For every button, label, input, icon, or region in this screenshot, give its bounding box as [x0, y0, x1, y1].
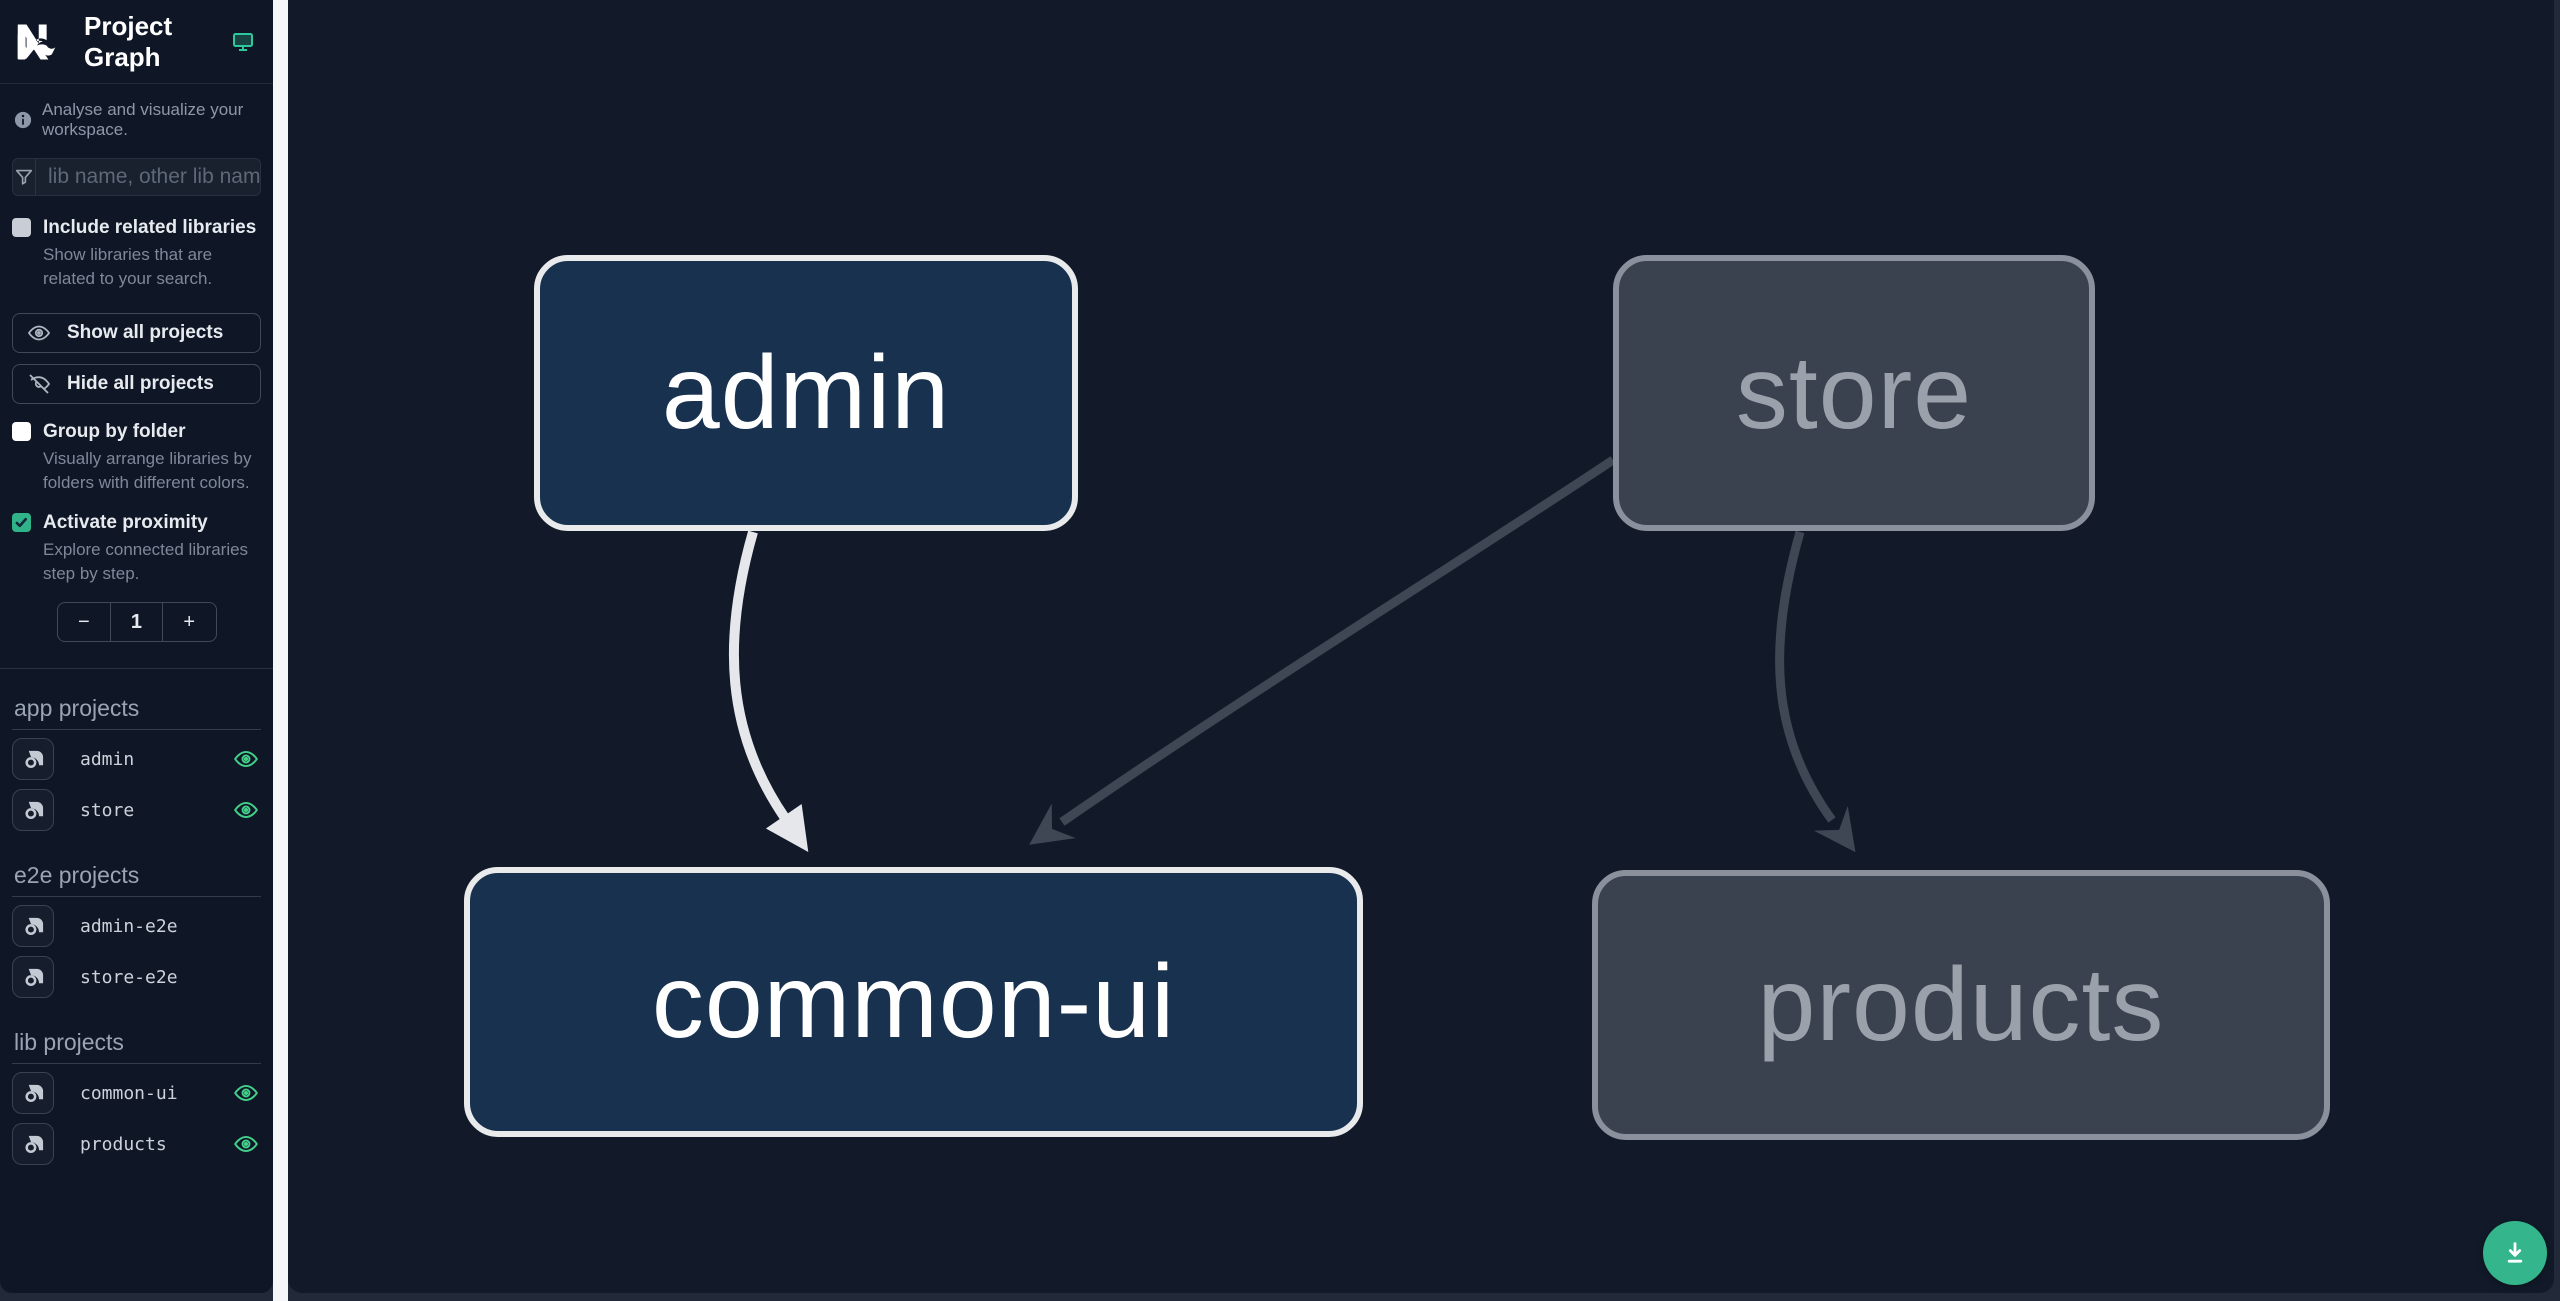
project-name: store [80, 799, 135, 821]
option-include-related[interactable]: Include related libraries Show libraries… [0, 200, 273, 291]
proximity-decrement-button[interactable]: − [58, 603, 111, 641]
focus-project-icon [24, 917, 43, 935]
visibility-eye-icon[interactable] [233, 1131, 259, 1157]
focus-project-icon [24, 1084, 43, 1102]
focus-project-button[interactable] [12, 1072, 54, 1114]
info-icon [14, 111, 32, 129]
focus-project-icon [24, 968, 43, 986]
option-group-by-folder[interactable]: Group by folder Visually arrange librari… [0, 404, 273, 495]
eye-off-icon [29, 374, 51, 394]
focus-project-button[interactable] [12, 1123, 54, 1165]
option-activate-proximity[interactable]: Activate proximity Explore connected lib… [0, 495, 273, 586]
monitor-icon[interactable] [231, 30, 255, 54]
project-name: common-ui [80, 1082, 178, 1104]
show-all-label: Show all projects [67, 322, 224, 343]
app-title: Project Graph [84, 10, 173, 72]
graph-node-products[interactable]: products [1592, 870, 2330, 1140]
project-name: admin [80, 748, 135, 770]
project-row-products: products [12, 1122, 259, 1166]
eye-icon [27, 325, 51, 341]
tagline-row: Analyse and visualize your workspace. [0, 84, 273, 144]
graph-node-common-ui[interactable]: common-ui [464, 867, 1363, 1137]
focus-project-button[interactable] [12, 789, 54, 831]
project-name: store-e2e [80, 966, 178, 988]
group-by-folder-description: Visually arrange libraries by folders wi… [43, 448, 252, 492]
proximity-increment-button[interactable]: + [163, 603, 216, 641]
proximity-value: 1 [110, 603, 163, 641]
nx-logo-icon [17, 24, 56, 59]
visibility-eye-icon[interactable] [233, 797, 259, 823]
include-related-label: Include related libraries [43, 217, 257, 238]
project-row-store: store [12, 788, 259, 832]
tagline-text: Analyse and visualize your workspace. [42, 100, 244, 139]
graph-node-admin[interactable]: admin [534, 255, 1078, 531]
project-name: admin-e2e [80, 915, 178, 937]
project-row-admin: admin [12, 737, 259, 781]
graph-canvas[interactable]: admin store common-ui products [288, 0, 2554, 1293]
download-icon [2501, 1239, 2529, 1267]
activate-proximity-checkbox[interactable] [12, 513, 31, 532]
visibility-eye-icon[interactable] [233, 746, 259, 772]
graph-node-store[interactable]: store [1613, 255, 2095, 531]
download-graph-button[interactable] [2483, 1221, 2547, 1285]
hide-all-projects-button[interactable]: Hide all projects [12, 364, 261, 404]
focus-project-button[interactable] [12, 738, 54, 780]
sidebar-canvas-divider [273, 0, 288, 1301]
search-input[interactable] [36, 159, 260, 195]
sidebar-section-divider [0, 668, 273, 669]
activate-proximity-label: Activate proximity [43, 512, 208, 533]
project-row-admin-e2e: admin-e2e [12, 904, 259, 948]
sidebar-header: Project Graph [0, 0, 273, 84]
focus-project-button[interactable] [12, 956, 54, 998]
focus-project-button[interactable] [12, 905, 54, 947]
show-all-projects-button[interactable]: Show all projects [12, 313, 261, 353]
visibility-eye-icon[interactable] [233, 1080, 259, 1106]
section-heading-lib-projects: lib projects [12, 1029, 261, 1064]
proximity-stepper: − 1 + [56, 602, 217, 642]
include-related-description: Show libraries that are related to your … [43, 244, 213, 288]
group-by-folder-label: Group by folder [43, 421, 186, 442]
edge-admin-to-common-ui [728, 530, 809, 852]
project-name: products [80, 1133, 167, 1155]
include-related-checkbox[interactable] [12, 218, 31, 237]
focus-project-icon [24, 750, 43, 768]
focus-project-icon [24, 1135, 43, 1153]
edge-store-to-products [1775, 530, 1856, 853]
edge-store-to-common-ui [1029, 456, 1616, 845]
project-row-store-e2e: store-e2e [12, 955, 259, 999]
activate-proximity-description: Explore connected libraries step by step… [43, 539, 249, 583]
sidebar: Project Graph Analyse and visualize your… [0, 0, 273, 1293]
hide-all-label: Hide all projects [67, 373, 214, 394]
group-by-folder-checkbox[interactable] [12, 422, 31, 441]
section-heading-e2e-projects: e2e projects [12, 862, 261, 897]
section-heading-app-projects: app projects [12, 695, 261, 730]
project-row-common-ui: common-ui [12, 1071, 259, 1115]
filter-funnel-icon [13, 159, 36, 195]
focus-project-icon [24, 801, 43, 819]
search-box [12, 158, 261, 196]
